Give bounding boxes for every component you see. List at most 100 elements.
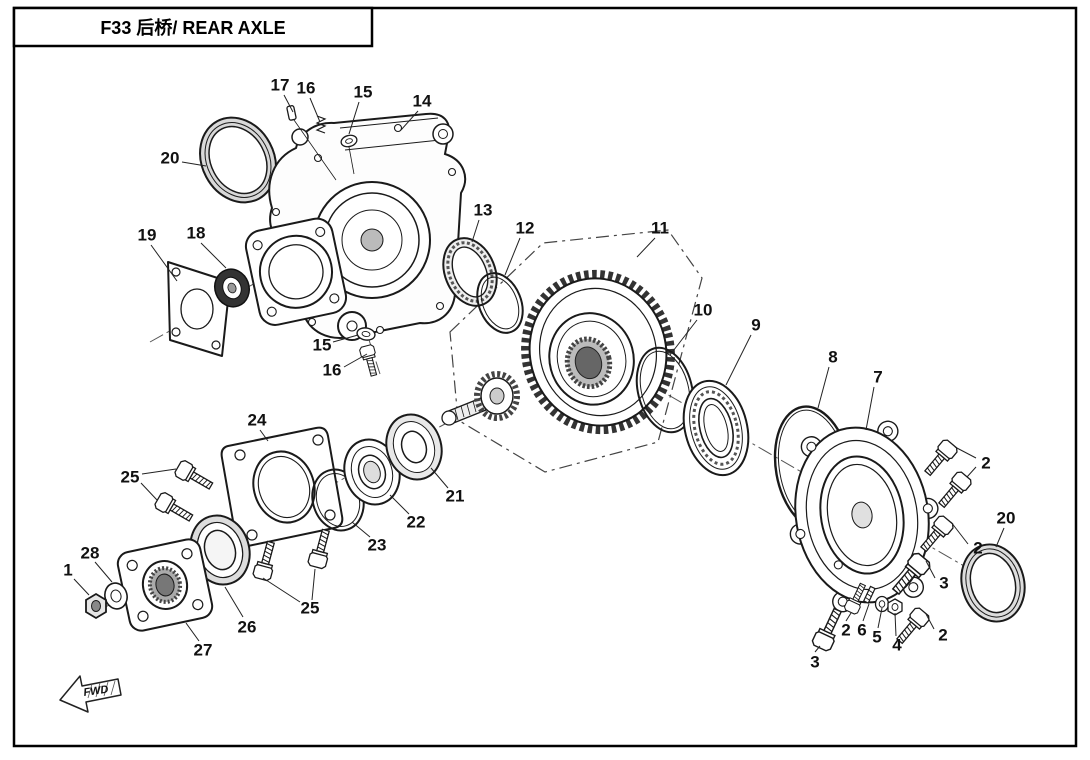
callout-leader-25: [140, 482, 158, 501]
callout-label-7: 7: [873, 368, 882, 387]
callout-label-5: 5: [872, 628, 881, 647]
ring-12: [476, 272, 524, 334]
nut-4: [887, 598, 903, 616]
o-ring-10: [635, 346, 695, 434]
callout-label-11: 11: [651, 219, 669, 238]
callout-label-18: 18: [187, 224, 206, 243]
callout-leader-3: [925, 560, 936, 579]
drain-bolt-16-bottom: [358, 343, 382, 378]
callout-leader-26: [224, 586, 244, 618]
callout-leader-9: [725, 334, 752, 386]
callout-label-14: 14: [413, 92, 432, 111]
callout-label-21: 21: [446, 487, 465, 506]
callout-label-16: 16: [297, 79, 316, 98]
callout-leader-21: [430, 467, 449, 489]
callout-leader-3: [814, 645, 821, 653]
callout-leader-2: [954, 446, 977, 459]
callout-leader-27: [185, 622, 200, 642]
callout-leader-19: [150, 244, 178, 282]
ring-gear-11: [521, 269, 675, 435]
callout-leader-2: [845, 612, 852, 622]
callout-leader-2: [966, 466, 977, 478]
callout-label-13: 13: [474, 201, 493, 220]
bolt-2: [920, 437, 960, 480]
callout-label-4: 4: [892, 636, 902, 655]
callout-leader-25: [262, 577, 301, 603]
callout-leader-16: [309, 97, 321, 123]
spring-16-top: [315, 115, 327, 134]
callout-label-3: 3: [939, 574, 948, 593]
callout-label-2: 2: [938, 626, 947, 645]
seal-21: [385, 413, 443, 481]
callout-label-10: 10: [694, 301, 713, 320]
bracket-plate-24: [220, 426, 344, 548]
callout-leader-25: [141, 468, 177, 475]
callout-label-20: 20: [997, 509, 1016, 528]
bolt-25: [306, 527, 336, 570]
washer-15-bottom: [356, 327, 376, 341]
callout-leader-18: [200, 242, 227, 269]
callout-leader-5: [877, 607, 883, 629]
callout-leader-28: [94, 561, 113, 583]
bearing-9: [682, 379, 750, 477]
callout-label-23: 23: [368, 536, 387, 555]
callout-label-20: 20: [161, 149, 180, 168]
bolt-25: [172, 458, 217, 495]
callout-label-2: 2: [981, 454, 990, 473]
fwd-label: FWD: [83, 684, 110, 699]
callout-label-19: 19: [138, 226, 157, 245]
callout-leader-16: [343, 353, 368, 368]
callout-label-8: 8: [828, 348, 837, 367]
callout-leader-1: [73, 578, 90, 596]
bearing-18: [214, 268, 250, 308]
callout-label-12: 12: [516, 219, 535, 238]
callout-label-27: 27: [194, 641, 213, 660]
callout-label-26: 26: [238, 618, 257, 637]
callout-label-25: 25: [121, 468, 140, 487]
pinion-gear: [441, 371, 520, 426]
callout-leader-6: [862, 603, 870, 622]
nut-1: [85, 592, 107, 620]
callout-leader-2: [950, 521, 969, 545]
callout-leader-15: [332, 334, 359, 343]
callout-label-2: 2: [841, 621, 850, 640]
callout-label-28: 28: [81, 544, 100, 563]
drive-flange-27: [116, 538, 214, 632]
washer-28: [104, 582, 128, 610]
callout-leader-15: [348, 101, 360, 135]
callout-label-9: 9: [751, 316, 760, 335]
callout-leader-8: [817, 366, 830, 409]
bearing-22: [343, 438, 401, 506]
stud-6: [862, 585, 876, 604]
callout-leader-14: [400, 110, 419, 131]
callout-leader-7: [865, 386, 875, 431]
bearing-cover-7: [789, 420, 939, 613]
callout-label-24: 24: [248, 411, 267, 430]
callout-leader-22: [389, 494, 410, 515]
washer-15-top: [340, 134, 358, 148]
callout-label-25: 25: [301, 599, 320, 618]
title-box: [12, 6, 374, 48]
fwd-arrow-icon: FWD: [59, 675, 122, 713]
callout-leader-25: [311, 568, 316, 601]
page-title: F33 后桥/ REAR AXLE: [100, 17, 285, 38]
page-border: [12, 6, 1078, 748]
callout-leader-13: [471, 219, 480, 243]
callout-label-15: 15: [313, 336, 332, 355]
callout-leader-17: [283, 94, 294, 113]
callout-leader-23: [351, 521, 371, 538]
callout-label-22: 22: [407, 513, 426, 532]
bolt-25: [251, 539, 281, 582]
vent-plug-17: [286, 105, 297, 121]
callout-label-15: 15: [354, 83, 373, 102]
seal-20-right: [960, 543, 1026, 623]
callout-label-6: 6: [857, 621, 866, 640]
housing-14: [244, 112, 466, 341]
callout-label-17: 17: [271, 76, 290, 95]
callout-leader-2: [925, 613, 935, 630]
seal-20-left: [199, 116, 277, 204]
callout-leader-20: [181, 161, 207, 167]
